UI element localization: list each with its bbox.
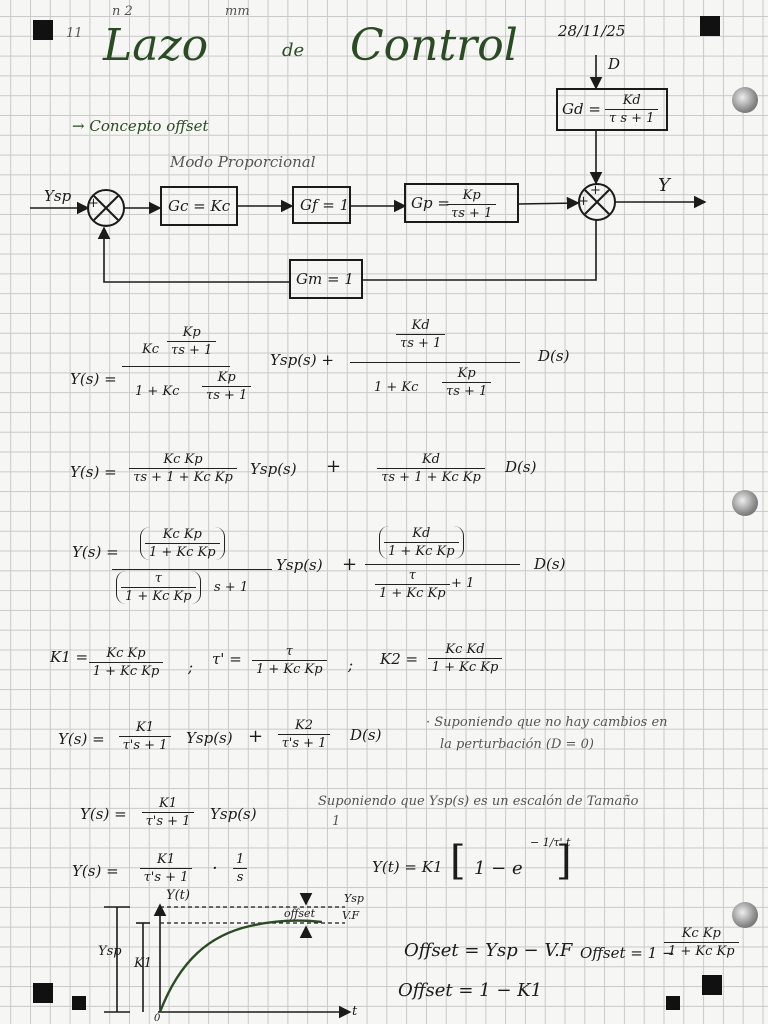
k1-def-frac: Kc Kp 1 + Kc Kp: [86, 646, 166, 679]
eq5-ysp: Ysp(s): [210, 805, 257, 823]
graph-origin-label: 0: [154, 1013, 161, 1024]
corner-marker-bottom-left: [33, 983, 53, 1003]
eq4-ysp: Ysp(s): [186, 729, 233, 747]
date: 28/11/25: [558, 22, 626, 40]
diagram-output-y: Y: [658, 175, 670, 196]
eq4-ds: D(s): [350, 726, 382, 744]
eq1-ds: D(s): [538, 347, 570, 365]
eq1-term-b: Kd τs + 1 1 + Kc Kp τs + 1: [350, 318, 530, 418]
eq4-lhs: Y(s) =: [58, 730, 105, 748]
eq3-term-b: Kd 1 + Kc Kp τ 1 + Kc Kp + 1: [365, 524, 525, 614]
eq6-frac: K1 τ's + 1: [136, 852, 196, 885]
square-marker-bottom-left: [72, 996, 86, 1010]
scribble-left: 11: [66, 26, 83, 41]
page-title-lazo: Lazo: [103, 20, 209, 71]
graph-k1-side-label: K1: [134, 956, 152, 971]
eq2-lhs: Y(s) =: [70, 463, 117, 481]
eq3-term-a: Kc Kp 1 + Kc Kp τ 1 + Kc Kp s + 1: [112, 525, 272, 615]
time-response-lhs: Y(t) = K1: [372, 858, 443, 876]
corner-marker-top-right: [700, 16, 720, 36]
eq2-frac-a: Kc Kp τs + 1 + Kc Kp: [128, 452, 238, 485]
proportional-mode-label: Modo Proporcional: [170, 153, 316, 171]
sum-left-plus: +: [88, 196, 99, 211]
eq3-plus: +: [342, 554, 358, 575]
eq1-lhs: Y(s) =: [70, 370, 117, 388]
step-input-note: Suponiendo que Ysp(s) es un escalón de T…: [318, 794, 639, 809]
time-response-bracket-left: [: [450, 838, 466, 884]
time-response-bracket-right: ]: [556, 838, 572, 884]
offset-eq-b-frac: Kc Kp 1 + Kc Kp: [664, 926, 739, 959]
k1-def-lhs: K1 =: [50, 648, 89, 666]
offset-eq-c: Offset = 1 − K1: [398, 980, 543, 1001]
k2-def-lhs: K2 =: [380, 650, 419, 668]
time-response-body: 1 − e: [474, 858, 523, 879]
eq2-plus: +: [326, 456, 342, 477]
square-marker-bottom-right: [666, 996, 680, 1010]
sum-left-minus: −: [98, 216, 111, 234]
disturbance-block-fraction: Kd τ s + 1: [605, 93, 659, 126]
graph-ysp-side-label: Ysp: [98, 944, 122, 959]
scribble-top: n 2: [112, 4, 133, 19]
eq5-lhs: Y(s) =: [80, 805, 127, 823]
sum-right-plus-top: +: [590, 183, 601, 198]
process-block-fraction: Kp τs + 1: [447, 188, 497, 221]
diagram-disturbance-d: D: [608, 55, 621, 73]
eq1-term-a: Kc Kp τs + 1 1 + Kc Kp τs + 1: [122, 322, 347, 422]
eq1-ysp: Ysp(s) +: [270, 351, 334, 369]
graph-offset-label: offset: [284, 907, 315, 920]
eq6-step-frac: 1 s: [232, 852, 248, 885]
graph-y-axis-label: Y(t): [166, 888, 190, 903]
eq3-lhs: Y(s) =: [72, 543, 119, 561]
eq4-frac-b: K2 τ's + 1: [274, 718, 334, 751]
eq5-frac: K1 τ's + 1: [138, 796, 198, 829]
eq4-frac-a: K1 τ's + 1: [115, 720, 175, 753]
eq3-ysp: Ysp(s): [276, 556, 323, 574]
scribble-mm: mm: [225, 4, 250, 19]
eq3-ds: D(s): [534, 555, 566, 573]
corner-marker-top-left: [33, 20, 53, 40]
binder-hole-3: [732, 902, 758, 928]
time-response-exponent: − 1/τ' t: [530, 836, 571, 849]
disturbance-block-label: Gd =: [562, 100, 601, 118]
eq6-dot: ·: [212, 858, 218, 879]
graph-x-axis-label: t: [352, 1004, 358, 1019]
offset-eq-b-lhs: Offset = 1 −: [580, 944, 675, 962]
step-input-note-sub: 1: [332, 814, 341, 829]
tau-prime-def-frac: τ 1 + Kc Kp: [252, 644, 327, 677]
eq4-plus: +: [248, 726, 264, 747]
no-disturbance-note-line2: la perturbación (D = 0): [440, 737, 594, 752]
graph-ysp-right-label: Ysp: [344, 892, 364, 905]
page-title-de: de: [282, 40, 305, 61]
k2-def-frac: Kc Kd 1 + Kc Kp: [420, 642, 510, 675]
offset-eq-a: Offset = Ysp − V.F: [404, 940, 573, 961]
eq2-ysp: Ysp(s): [250, 460, 297, 478]
def-separator-1: ;: [188, 658, 194, 676]
eq6-lhs: Y(s) =: [72, 862, 119, 880]
eq2-frac-b: Kd τs + 1 + Kc Kp: [366, 452, 496, 485]
graph-vf-right-label: V.F: [342, 909, 360, 922]
no-disturbance-note-line1: · Suponiendo que no hay cambios en: [426, 715, 668, 730]
page-title-control: Control: [350, 20, 518, 71]
process-block-label: Gp =: [411, 194, 450, 212]
eq2-ds: D(s): [505, 458, 537, 476]
offset-concept-note: → Concepto offset: [72, 117, 209, 135]
binder-hole-2: [732, 490, 758, 516]
controller-block-label: Gc = Kc: [168, 197, 231, 215]
binder-hole-1: [732, 87, 758, 113]
sum-right-plus-left: +: [578, 194, 589, 209]
tau-prime-def-lhs: τ' =: [212, 650, 242, 668]
final-element-block-label: Gf = 1: [300, 196, 350, 214]
def-separator-2: ;: [348, 656, 354, 674]
measurement-block-label: Gm = 1: [296, 270, 354, 288]
diagram-input-ysp: Ysp: [44, 187, 72, 205]
corner-marker-bottom-right: [702, 975, 722, 995]
